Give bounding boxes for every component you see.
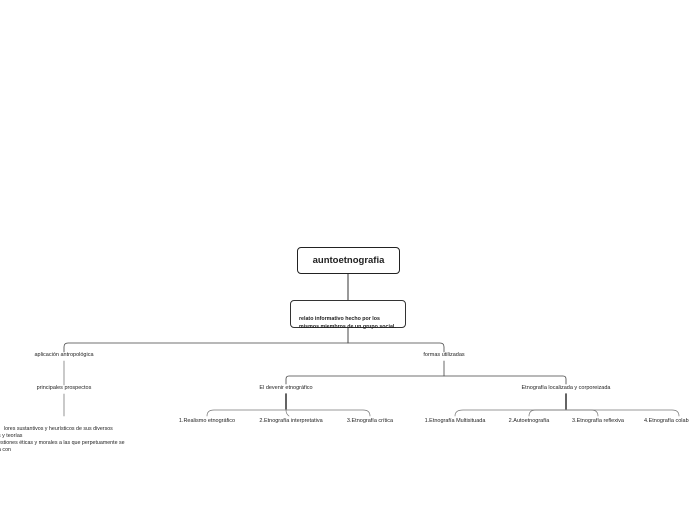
topic-autoetnografia[interactable]: 2.Autoetnografía [509,418,550,425]
topic-forms[interactable]: formas utilizadas [423,352,464,359]
topic-interpretativa[interactable]: 2.Etnografía interpretativa [259,418,322,425]
topic-realismo[interactable]: 1.Realismo etnográfico [179,418,235,425]
connector-localizada-inner [528,409,599,417]
topic-devenir-label: El devenir etnográfico [259,385,313,391]
topic-colaborativa[interactable]: 4.Etnografía colab [644,418,696,425]
topic-devenir[interactable]: El devenir etnográfico [259,385,312,392]
topic-localizada[interactable]: Etnografía localizada y corporeizada [522,385,611,392]
definition-node[interactable]: relato informativo hecho por los mismos … [290,300,406,331]
definition-text: relato informativo hecho por los mismos … [299,315,396,331]
connector-devenir-bracket [206,409,371,417]
topic-forms-label: formas utilizadas [423,352,465,358]
topic-colaborativa-label: 4.Etnografía colab [644,418,689,424]
topic-multisituada[interactable]: 1.Etnografía Multisituada [425,418,486,425]
topic-critica[interactable]: 3.Etnografía crítica [347,418,393,425]
topic-localizada-label: Etnografía localizada y corporeizada [521,385,611,391]
topic-reflexiva[interactable]: 3.Etnografía reflexiva [572,418,624,425]
connector-level1-bus [63,342,445,353]
connector-localizada-bracket [454,409,680,417]
topic-prospects[interactable]: principales prospectos [37,385,92,392]
topic-reflexiva-label: 3.Etnografía reflexiva [572,418,624,424]
topic-application[interactable]: aplicación antropológica [34,352,93,359]
root-topic-label: auntoetnografia [312,255,385,266]
prospects-note-text: lores sustantivos y heurísticos de sus d… [0,426,125,453]
topic-prospects-label: principales prospectos [36,385,92,391]
root-topic-node[interactable]: auntoetnografia [297,247,400,274]
topic-autoetnografia-label: 2.Autoetnografía [508,418,550,424]
connector-forms-bus [285,375,567,385]
connector-devenir-mid [285,409,290,417]
topic-interpretativa-label: 2.Etnografía interpretativa [259,418,323,424]
topic-critica-label: 3.Etnografía crítica [346,418,394,424]
topic-multisituada-label: 1.Etnografía Multisituada [424,418,486,424]
prospects-note[interactable]: lores sustantivos y heurísticos de sus d… [0,419,125,461]
topic-realismo-label: 1.Realismo etnográfico [178,418,236,424]
topic-application-label: aplicación antropológica [34,352,94,358]
